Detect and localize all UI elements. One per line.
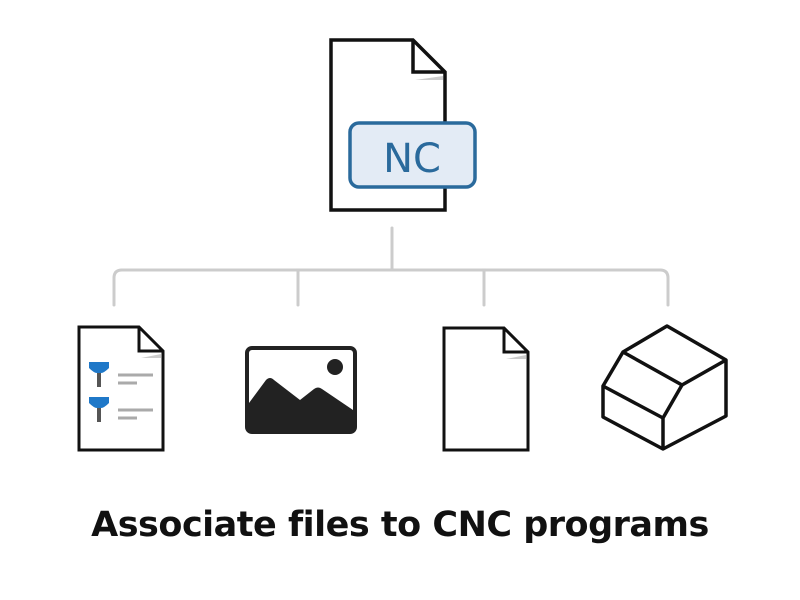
caption: Associate files to CNC programs	[91, 505, 709, 545]
3d-model-icon	[601, 324, 728, 451]
nc-badge	[348, 121, 477, 189]
tool-icon	[89, 397, 109, 422]
nc-file-icon: NC	[329, 38, 477, 212]
tool-list-document-icon	[77, 325, 165, 452]
blank-file-icon	[442, 326, 530, 452]
image-icon	[245, 346, 357, 434]
connector-lines	[112, 226, 670, 307]
tool-icon	[89, 362, 109, 387]
nc-badge-text: NC	[383, 136, 441, 182]
